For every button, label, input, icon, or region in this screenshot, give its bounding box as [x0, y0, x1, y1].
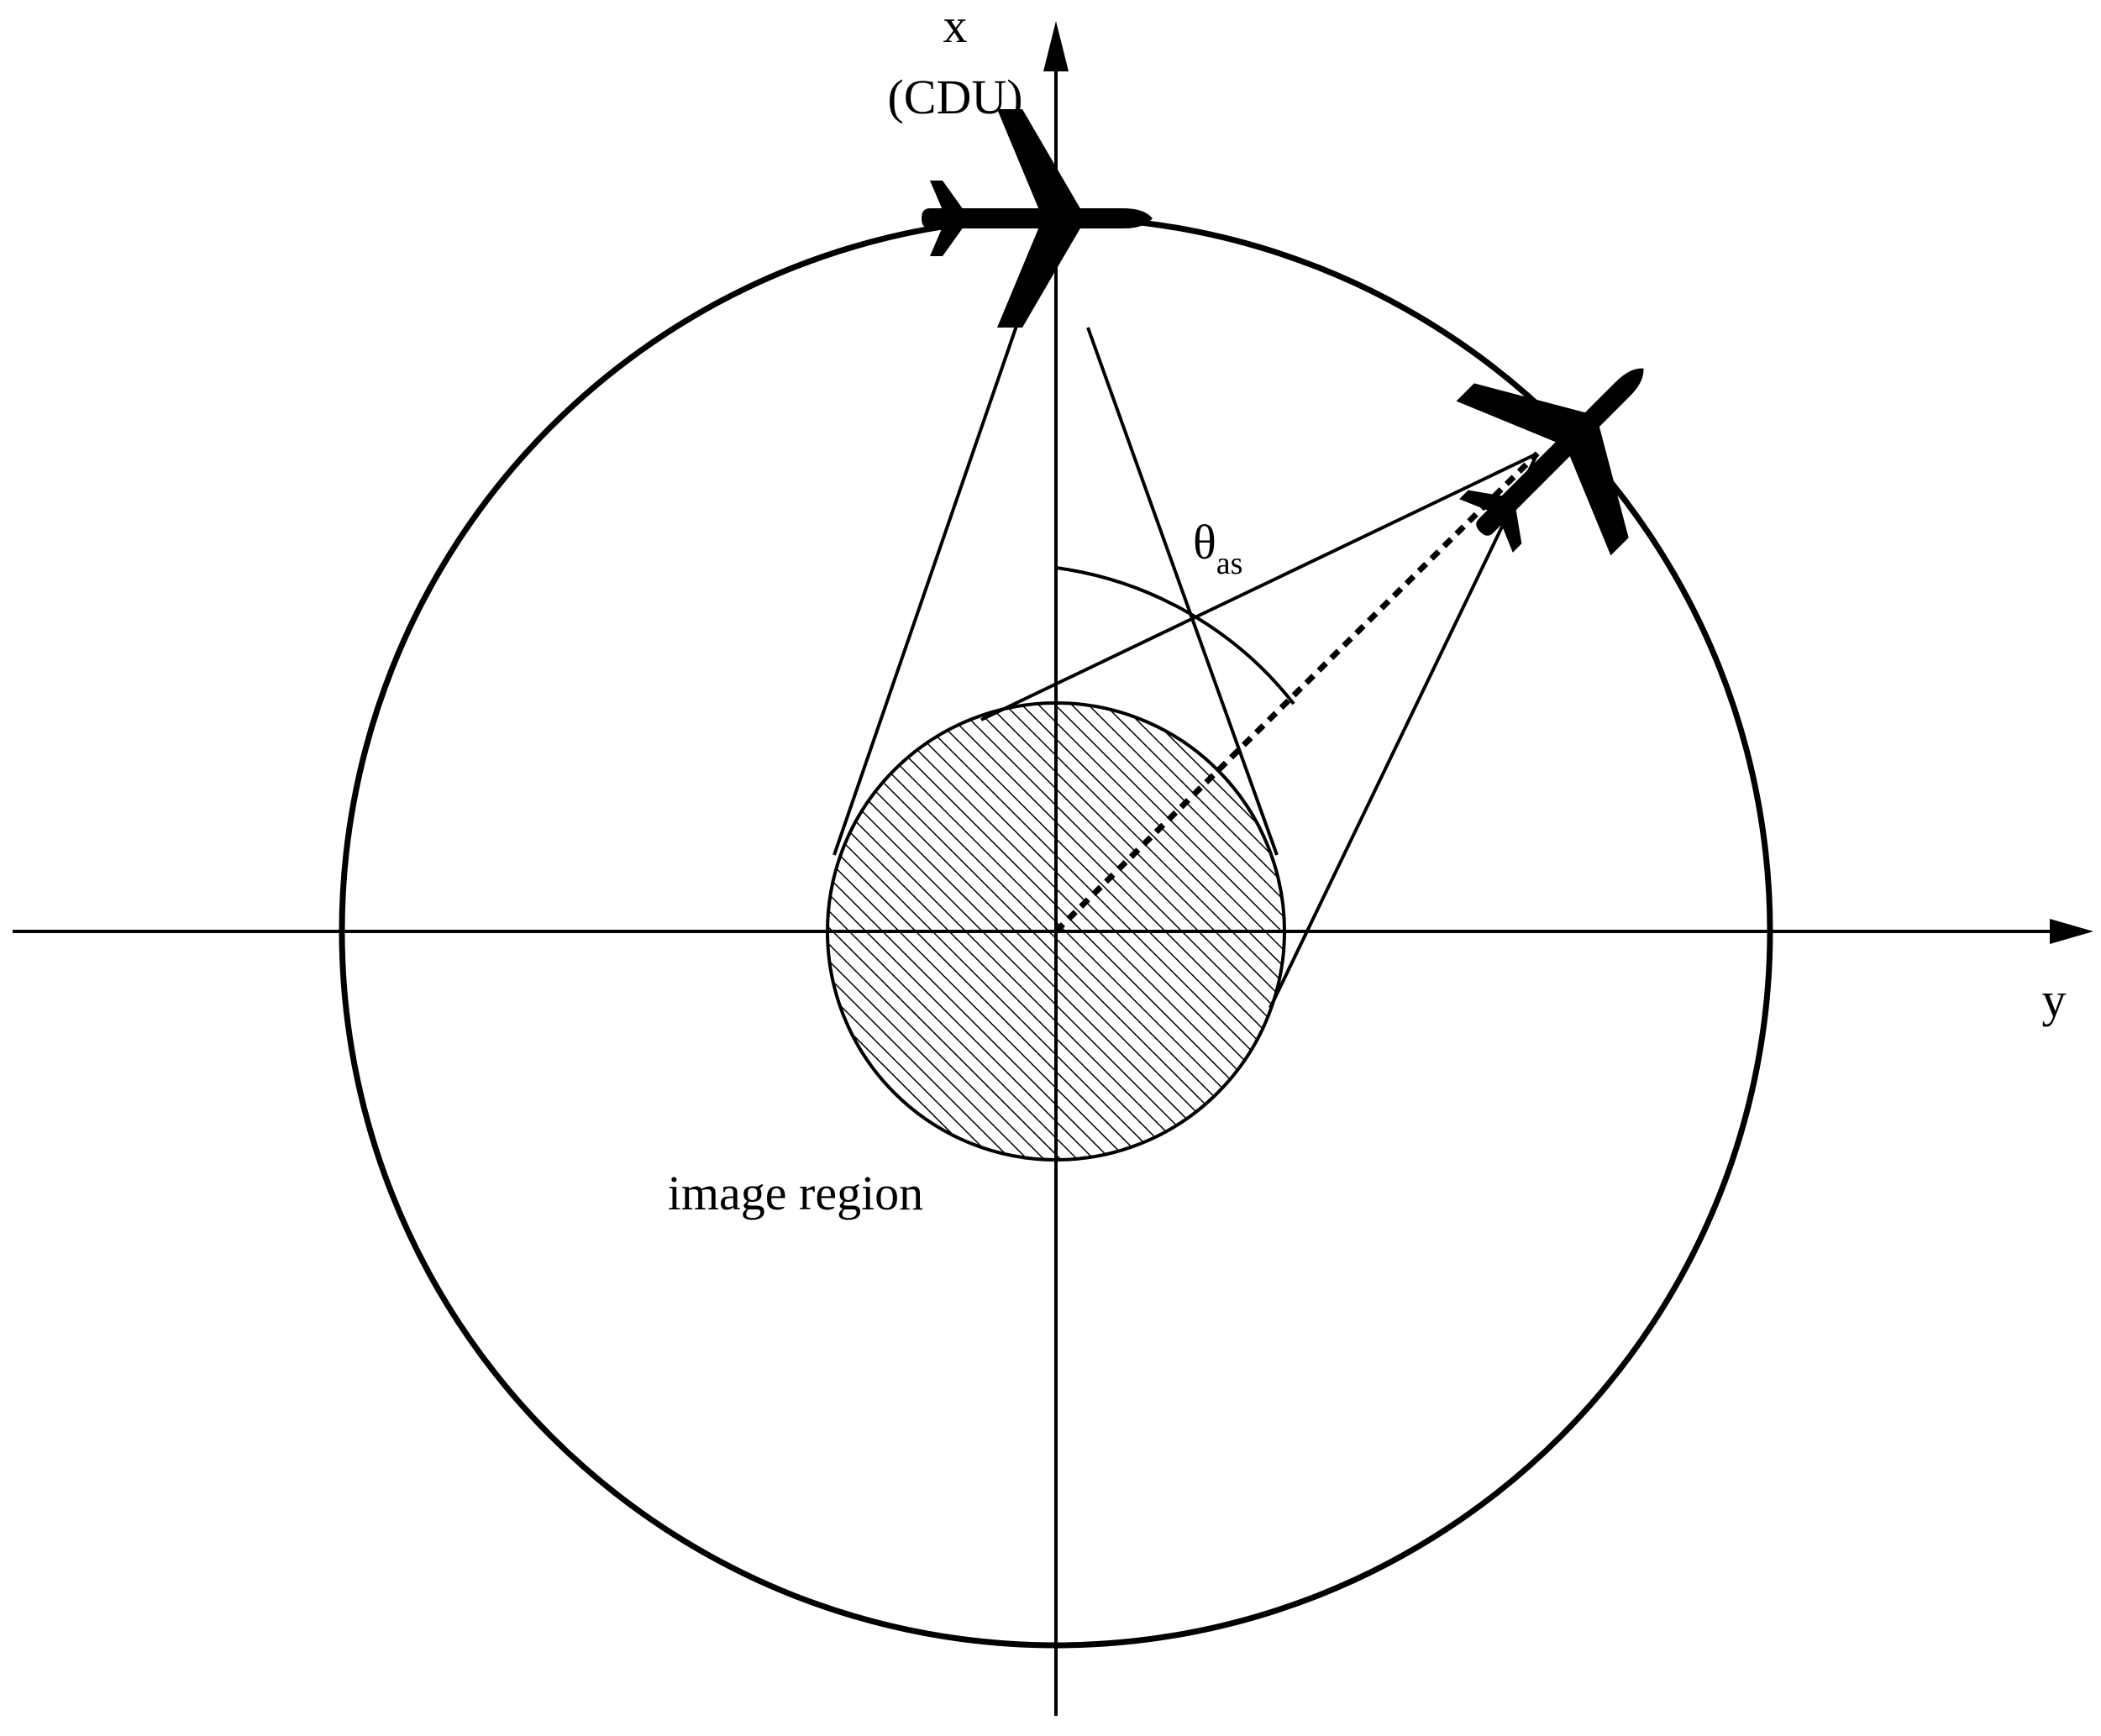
image-region-label: image region	[668, 1166, 923, 1220]
right-aircraft-beam	[980, 452, 1539, 1009]
x-axis-arrowhead	[1043, 21, 1069, 71]
angle-symbol: θ	[1193, 515, 1216, 569]
airplane-icon	[922, 109, 1153, 328]
angle-subscript: as	[1216, 546, 1243, 581]
top-aircraft-beam	[833, 276, 1279, 856]
angle-label: θas	[1193, 515, 1242, 581]
boresight-dashed-line	[1053, 451, 1540, 934]
y-axis-label: y	[2042, 973, 2067, 1027]
angle-arc	[1055, 566, 1295, 705]
x-axis-sublabel: (CDU)	[887, 70, 1022, 124]
x-axis-label: x	[943, 0, 968, 53]
y-axis-arrowhead	[2050, 919, 2093, 944]
